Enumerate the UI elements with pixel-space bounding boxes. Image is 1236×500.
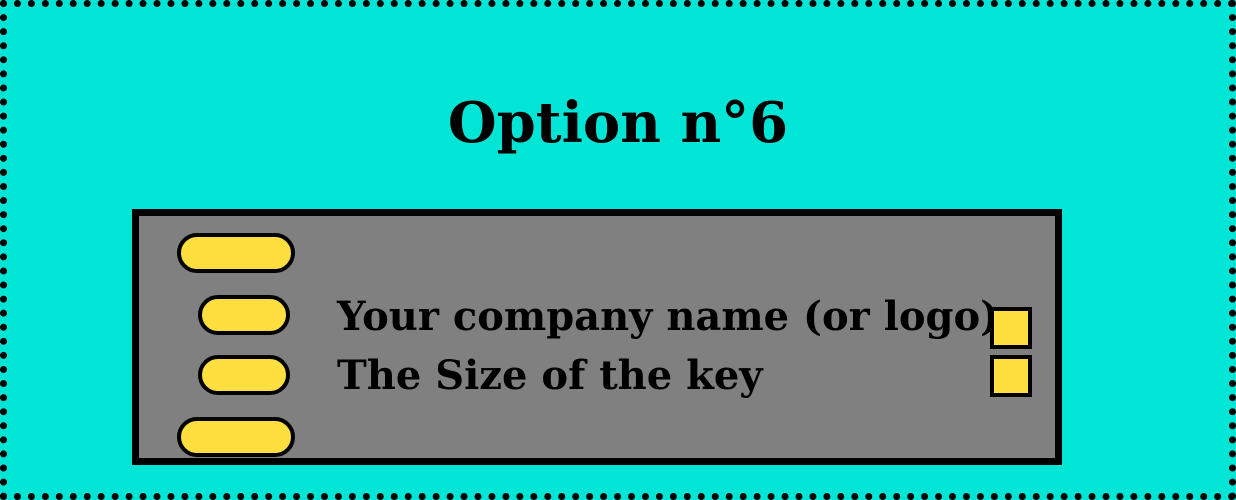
contact-pad-2 xyxy=(990,355,1032,397)
key-size-text: The Size of the key xyxy=(337,352,763,399)
connector-pin-2 xyxy=(198,295,290,335)
contact-pad-1 xyxy=(990,307,1032,349)
option-title: Option n°6 xyxy=(447,90,789,156)
connector-pin-1 xyxy=(177,233,295,273)
company-name-text: Your company name (or logo) xyxy=(337,293,1000,340)
connector-pin-3 xyxy=(198,355,290,395)
connector-pin-4 xyxy=(177,417,295,457)
